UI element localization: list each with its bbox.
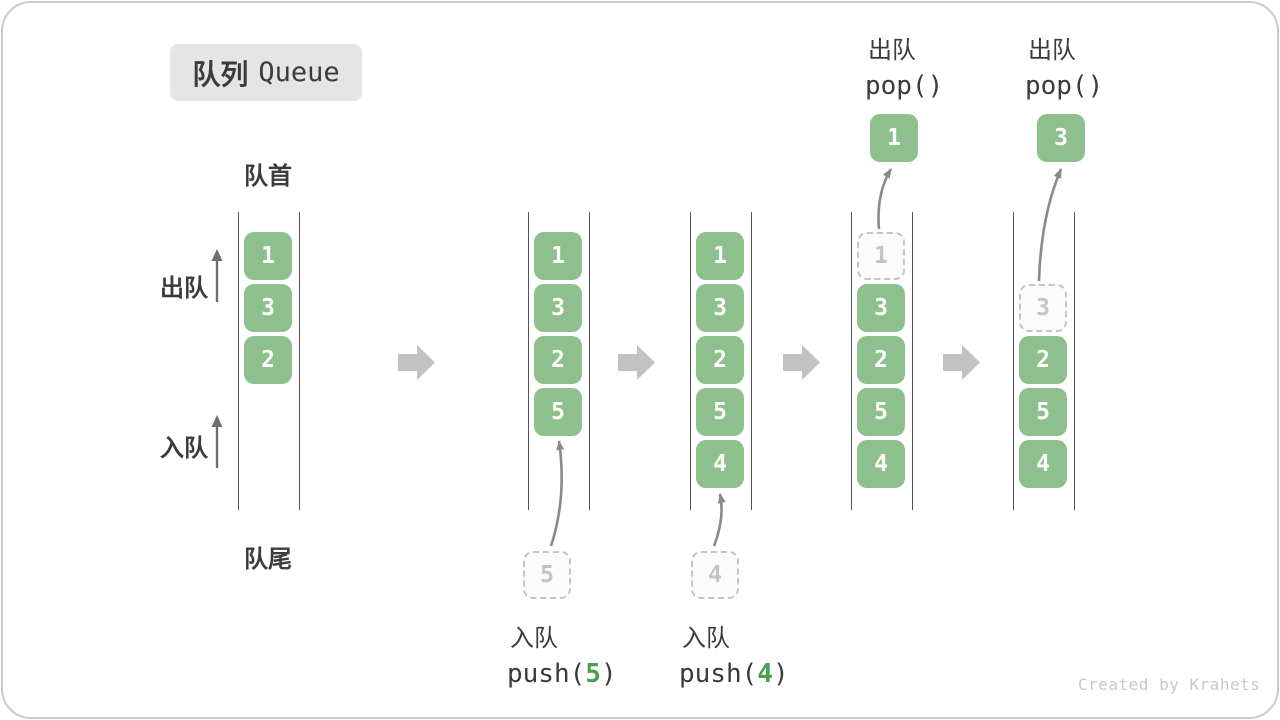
queue-cell: 4 xyxy=(696,440,744,488)
queue-cell: 5 xyxy=(857,388,905,436)
queue-cell: 2 xyxy=(1019,336,1067,384)
title-zh: 队列 xyxy=(192,58,249,90)
queue-cell: 2 xyxy=(534,336,582,384)
label-queue-rear: 队尾 xyxy=(244,546,292,573)
queue-cell: 3 xyxy=(534,284,582,332)
operation-pop-1-code: pop() xyxy=(865,71,944,101)
watermark: Created by Krahets xyxy=(1078,675,1261,694)
queue-cell-ghost: 3 xyxy=(1019,284,1067,332)
label-queue-front: 队首 xyxy=(244,163,292,190)
queue-cell: 3 xyxy=(244,284,292,332)
queue-cell: 2 xyxy=(696,336,744,384)
operation-push-4: 入队 push(4) xyxy=(679,618,789,689)
label-enqueue-side: 入队 xyxy=(160,435,208,462)
operation-pop-2-code: pop() xyxy=(1025,71,1104,101)
queue-cell: 5 xyxy=(534,388,582,436)
queue-cell: 3 xyxy=(696,284,744,332)
queue-cell: 1 xyxy=(244,232,292,280)
queue-cell: 5 xyxy=(1019,388,1067,436)
operation-pop-2-label: 出队 xyxy=(1028,37,1076,64)
queue-cell: 1 xyxy=(696,232,744,280)
operation-pop-1-label: 出队 xyxy=(868,37,916,64)
queue-cell: 4 xyxy=(1019,440,1067,488)
title-badge: 队列 Queue xyxy=(170,44,362,101)
popped-cell-3: 3 xyxy=(1037,114,1085,162)
operation-push-5-label: 入队 xyxy=(510,625,558,652)
incoming-cell-5: 5 xyxy=(523,551,571,599)
title-en: Queue xyxy=(258,57,340,88)
operation-pop-2: 出队 pop() xyxy=(1025,30,1103,101)
queue-cell: 2 xyxy=(244,336,292,384)
queue-cell: 1 xyxy=(534,232,582,280)
label-dequeue-side: 出队 xyxy=(160,275,208,302)
operation-push-4-label: 入队 xyxy=(682,625,730,652)
queue-cell: 5 xyxy=(696,388,744,436)
incoming-cell-4: 4 xyxy=(691,551,739,599)
queue-cell: 2 xyxy=(857,336,905,384)
push-arg-5: 5 xyxy=(585,659,601,689)
operation-push-5-code: push(5) xyxy=(507,659,617,689)
queue-cell: 3 xyxy=(857,284,905,332)
operation-push-5: 入队 push(5) xyxy=(507,618,617,689)
queue-cell-ghost: 1 xyxy=(857,232,905,280)
queue-cell: 4 xyxy=(857,440,905,488)
popped-cell-1: 1 xyxy=(870,114,918,162)
push-arg-4: 4 xyxy=(757,659,773,689)
operation-pop-1: 出队 pop() xyxy=(865,30,943,101)
operation-push-4-code: push(4) xyxy=(679,659,789,689)
